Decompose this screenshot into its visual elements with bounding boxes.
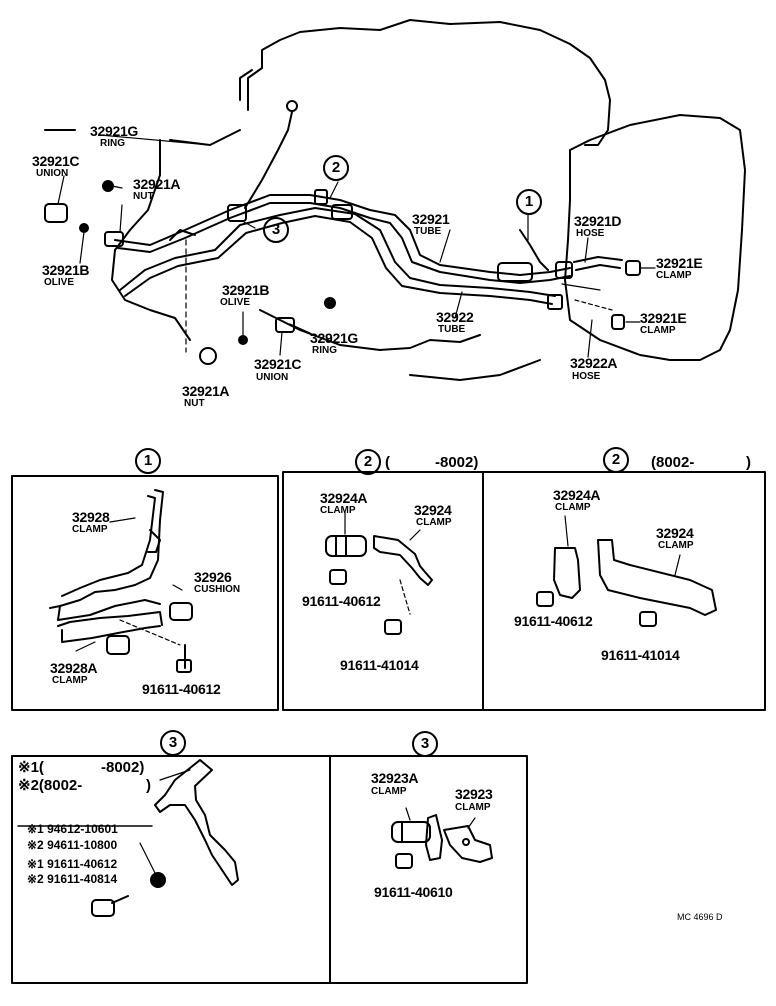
range-early: -8002) <box>435 454 479 471</box>
sublabel-olive-left: OLIVE <box>44 277 75 288</box>
label-bolt-91611-41014-p2a: 91611-41014 <box>340 657 419 673</box>
sublabel-32924-clamp-early: CLAMP <box>416 517 452 528</box>
part-list-item: ※2 91611-40814 <box>27 872 118 886</box>
sublabel-hose-d: HOSE <box>576 228 605 239</box>
panel-2-frame <box>282 471 766 711</box>
note-1-range: ※1( <box>18 759 44 776</box>
part-list-item: ※2 94611-10800 <box>27 838 118 852</box>
label-32924-clamp-early: 32924 <box>414 502 452 518</box>
label-bolt-91611-40612-p1: 91611-40612 <box>142 681 221 697</box>
sublabel-32923a-clamp: CLAMP <box>371 786 407 797</box>
part-list-item: ※1 94612-10601 <box>27 822 118 836</box>
sublabel-hose-a: HOSE <box>572 371 601 382</box>
label-32921g-ring-top: 32921G <box>90 123 139 139</box>
callout-2-panel-late: 2 <box>603 447 629 473</box>
panel-3-frame <box>11 755 528 984</box>
callout-2-panel-early: 2 <box>355 449 381 475</box>
sublabel-32924a-clamp-late: CLAMP <box>555 502 591 513</box>
label-32922-tube: 32922 <box>436 309 474 325</box>
callout-1-panel: 1 <box>135 448 161 474</box>
label-32923a-clamp: 32923A <box>371 770 419 786</box>
label-32921b-olive-left: 32921B <box>42 262 90 278</box>
label-32921g-ring-mid: 32921G <box>310 330 359 346</box>
label-32923-clamp: 32923 <box>455 786 493 802</box>
callout-3-panel-right: 3 <box>412 731 438 757</box>
sublabel-32928a-clamp: CLAMP <box>52 675 88 686</box>
sublabel-32926-cushion: CUSHION <box>194 584 241 595</box>
range-late: (8002- <box>651 454 695 471</box>
label-bolt-91611-40612-p2a: 91611-40612 <box>302 593 381 609</box>
callout-1-main: 1 <box>516 189 542 215</box>
tube-32921 <box>114 194 571 276</box>
sublabel-nut-top: NUT <box>133 191 154 202</box>
note-2-range-end: ) <box>146 777 151 794</box>
label-bolt-91611-40612-p2b: 91611-40612 <box>514 613 593 629</box>
sublabel-nut-bottom: NUT <box>184 398 205 409</box>
range-open-early: ( <box>385 454 390 471</box>
sublabel-union-left: UNION <box>36 168 69 179</box>
engine-outline <box>247 19 611 146</box>
label-32921c-union-mid: 32921C <box>254 356 302 372</box>
sublabel-tube-1: TUBE <box>414 226 442 237</box>
label-32922a-hose: 32922A <box>570 355 618 371</box>
sublabel-32928-clamp: CLAMP <box>72 524 108 535</box>
label-32921e-clamp-bottom: 32921E <box>640 310 687 326</box>
label-32924-clamp-late: 32924 <box>656 525 694 541</box>
sublabel-tube-2: TUBE <box>438 324 466 335</box>
callout-2-main: 2 <box>323 155 349 181</box>
label-32928a-clamp: 32928A <box>50 660 98 676</box>
note-2-range: ※2(8002- <box>18 777 83 794</box>
label-bolt-91611-40610: 91611-40610 <box>374 884 453 900</box>
note-1-range-end: -8002) <box>101 759 145 776</box>
label-32924a-clamp-late: 32924A <box>553 487 601 503</box>
label-32921a-nut-top: 32921A <box>133 176 181 192</box>
part-list-item: ※1 91611-40612 <box>27 857 118 871</box>
sublabel-32923-clamp: CLAMP <box>455 802 491 813</box>
label-32921a-nut-bottom: 32921A <box>182 383 230 399</box>
drawing-code: MC 4696 D <box>677 912 723 922</box>
range-close-late: ) <box>746 454 751 471</box>
callout-3-panel-left: 3 <box>160 730 186 756</box>
label-32921d-hose: 32921D <box>574 213 622 229</box>
label-bolt-91611-41014-p2b: 91611-41014 <box>601 647 680 663</box>
label-32924a-clamp-early: 32924A <box>320 490 368 506</box>
sublabel-union-mid: UNION <box>256 372 289 383</box>
sublabel-clamp-e-top: CLAMP <box>656 270 692 281</box>
label-32921c-union-left: 32921C <box>32 153 80 169</box>
sublabel-olive-mid: OLIVE <box>220 297 251 308</box>
dipstick <box>244 111 293 209</box>
sublabel-ring-mid: RING <box>312 345 337 356</box>
transmission-outline <box>564 114 746 361</box>
sublabel-32924-clamp-late: CLAMP <box>658 540 694 551</box>
label-32921b-olive-mid: 32921B <box>222 282 270 298</box>
label-32926-cushion: 32926 <box>194 569 232 585</box>
label-32921e-clamp-top: 32921E <box>656 255 703 271</box>
sublabel-clamp-e-bottom: CLAMP <box>640 325 676 336</box>
tube-32922 <box>119 207 556 297</box>
sublabel-32924a-clamp-early: CLAMP <box>320 505 356 516</box>
sublabel-ring-top: RING <box>100 138 125 149</box>
panel-1-frame <box>11 475 279 711</box>
callout-3-main: 3 <box>263 217 289 243</box>
label-32921-tube: 32921 <box>412 211 450 227</box>
label-32928-clamp: 32928 <box>72 509 110 525</box>
